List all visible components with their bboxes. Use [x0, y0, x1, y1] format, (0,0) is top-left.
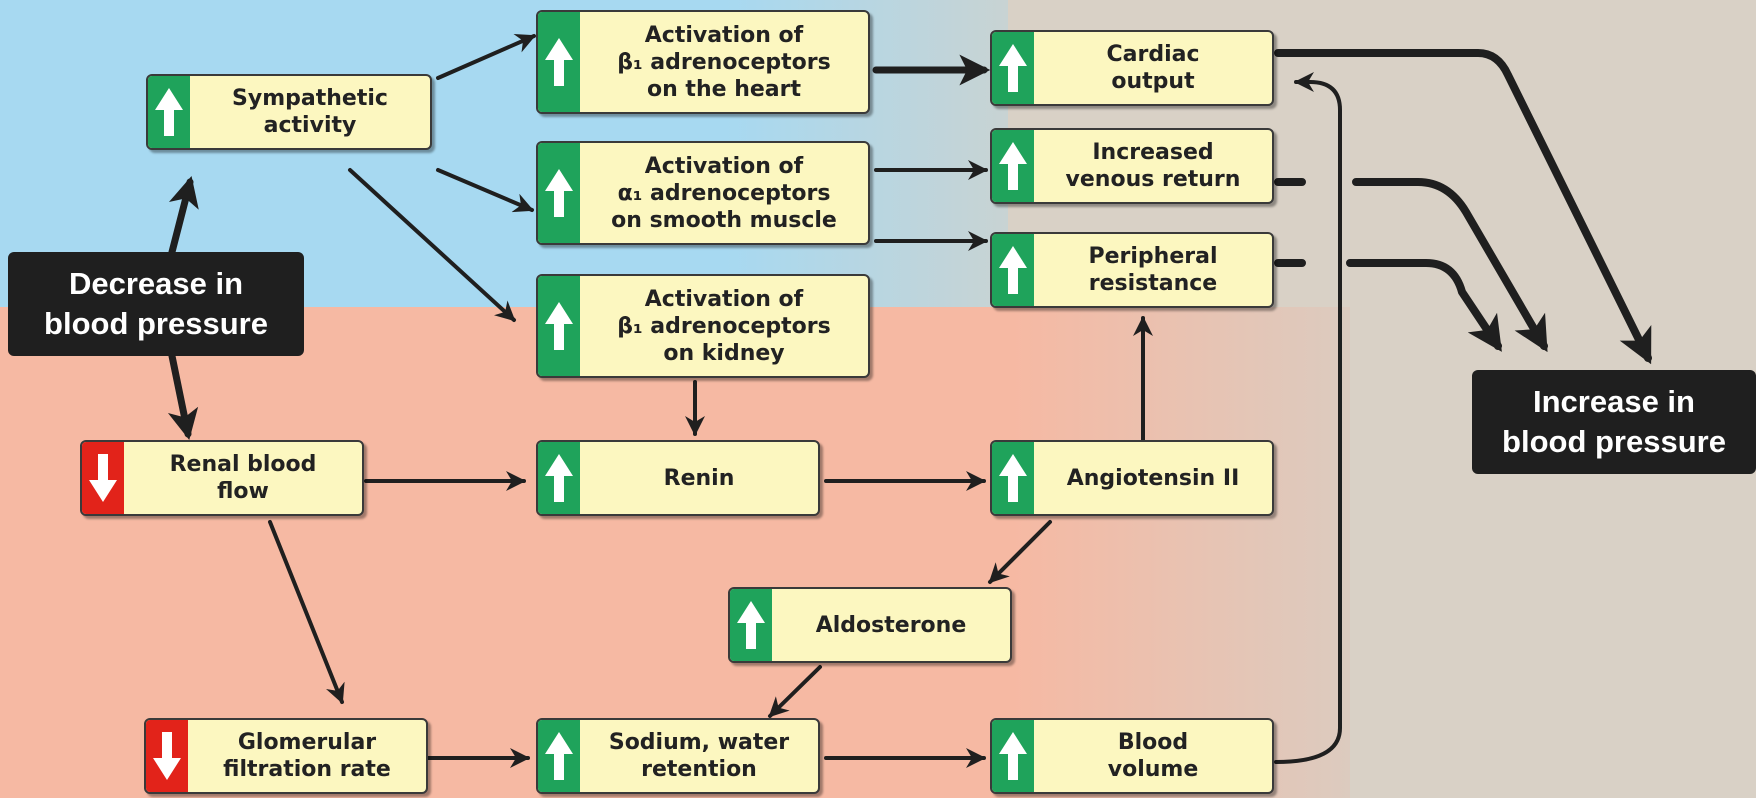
arrow-sympathetic-to-beta1-kidney — [348, 168, 516, 322]
node-label: Sodium, water retention — [608, 730, 790, 782]
up-arrow-icon — [538, 12, 580, 112]
node-alpha1-smooth-muscle: Activation of α₁ adrenoceptors on smooth… — [536, 141, 870, 245]
node-venous-return: Increased venous return — [990, 128, 1274, 204]
down-arrow-icon — [146, 720, 188, 792]
node-label: Angiotensin II — [1066, 465, 1240, 491]
renal-region — [0, 307, 1350, 798]
arrow-renal-flow-to-gfr — [268, 520, 345, 704]
node-glomerular-filtration-rate: Glomerular filtration rate — [144, 718, 428, 794]
node-label: Activation of α₁ adrenoceptors on smooth… — [611, 153, 837, 233]
node-label: Blood volume — [1107, 730, 1199, 782]
node-blood-volume: Blood volume — [990, 718, 1274, 794]
up-arrow-icon — [730, 589, 772, 661]
arrow-decrease-to-sympathetic — [168, 176, 199, 256]
arrow-decrease-to-renal-flow — [167, 352, 199, 441]
up-arrow-icon — [538, 143, 580, 243]
node-beta1-heart: Activation of β₁ adrenoceptors on the he… — [536, 10, 870, 114]
up-arrow-icon — [992, 234, 1034, 306]
node-label: Renal blood flow — [169, 452, 317, 504]
arrow-sympathetic-to-beta1-heart — [436, 34, 536, 80]
node-label: Activation of β₁ adrenoceptors on the he… — [617, 22, 831, 102]
node-beta1-kidney: Activation of β₁ adrenoceptors on kidney — [536, 274, 870, 378]
up-arrow-icon — [992, 720, 1034, 792]
arrow-sympathetic-to-alpha1 — [436, 168, 534, 213]
up-arrow-icon — [538, 720, 580, 792]
node-renin: Renin — [536, 440, 820, 516]
node-cardiac-output: Cardiac output — [990, 30, 1274, 106]
increase-in-blood-pressure-box: Increase in blood pressure — [1472, 370, 1756, 474]
up-arrow-icon — [148, 76, 190, 148]
node-label: Sympathetic activity — [232, 86, 388, 138]
arrow-peripheral-resistance-to-increase — [1274, 259, 1498, 346]
arrow-angiotensin-to-aldosterone — [988, 520, 1052, 584]
node-aldosterone: Aldosterone — [728, 587, 1012, 663]
node-label: Aldosterone — [815, 612, 967, 638]
down-arrow-icon — [82, 442, 124, 514]
node-renal-blood-flow: Renal blood flow — [80, 440, 364, 516]
arrow-aldosterone-to-sodium-retention — [768, 665, 822, 718]
node-label: Increased venous return — [1065, 140, 1241, 192]
arrow-venous-return-to-increase — [1274, 178, 1544, 346]
up-arrow-icon — [992, 442, 1034, 514]
up-arrow-icon — [992, 130, 1034, 202]
node-label: Cardiac output — [1106, 42, 1200, 94]
up-arrow-icon — [538, 276, 580, 376]
node-label: Peripheral resistance — [1088, 244, 1218, 296]
node-label: Renin — [663, 465, 735, 491]
up-arrow-icon — [538, 442, 580, 514]
node-sympathetic-activity: Sympathetic activity — [146, 74, 432, 150]
node-angiotensin-ii: Angiotensin II — [990, 440, 1274, 516]
node-sodium-water-retention: Sodium, water retention — [536, 718, 820, 794]
up-arrow-icon — [992, 32, 1034, 104]
node-label: Activation of β₁ adrenoceptors on kidney — [617, 286, 831, 366]
node-label: Glomerular filtration rate — [223, 730, 391, 782]
node-peripheral-resistance: Peripheral resistance — [990, 232, 1274, 308]
decrease-in-blood-pressure-box: Decrease in blood pressure — [8, 252, 304, 356]
arrow-blood-volume-to-cardiac-output — [1274, 72, 1342, 764]
arrow-cardiac-output-to-increase — [1274, 49, 1652, 365]
